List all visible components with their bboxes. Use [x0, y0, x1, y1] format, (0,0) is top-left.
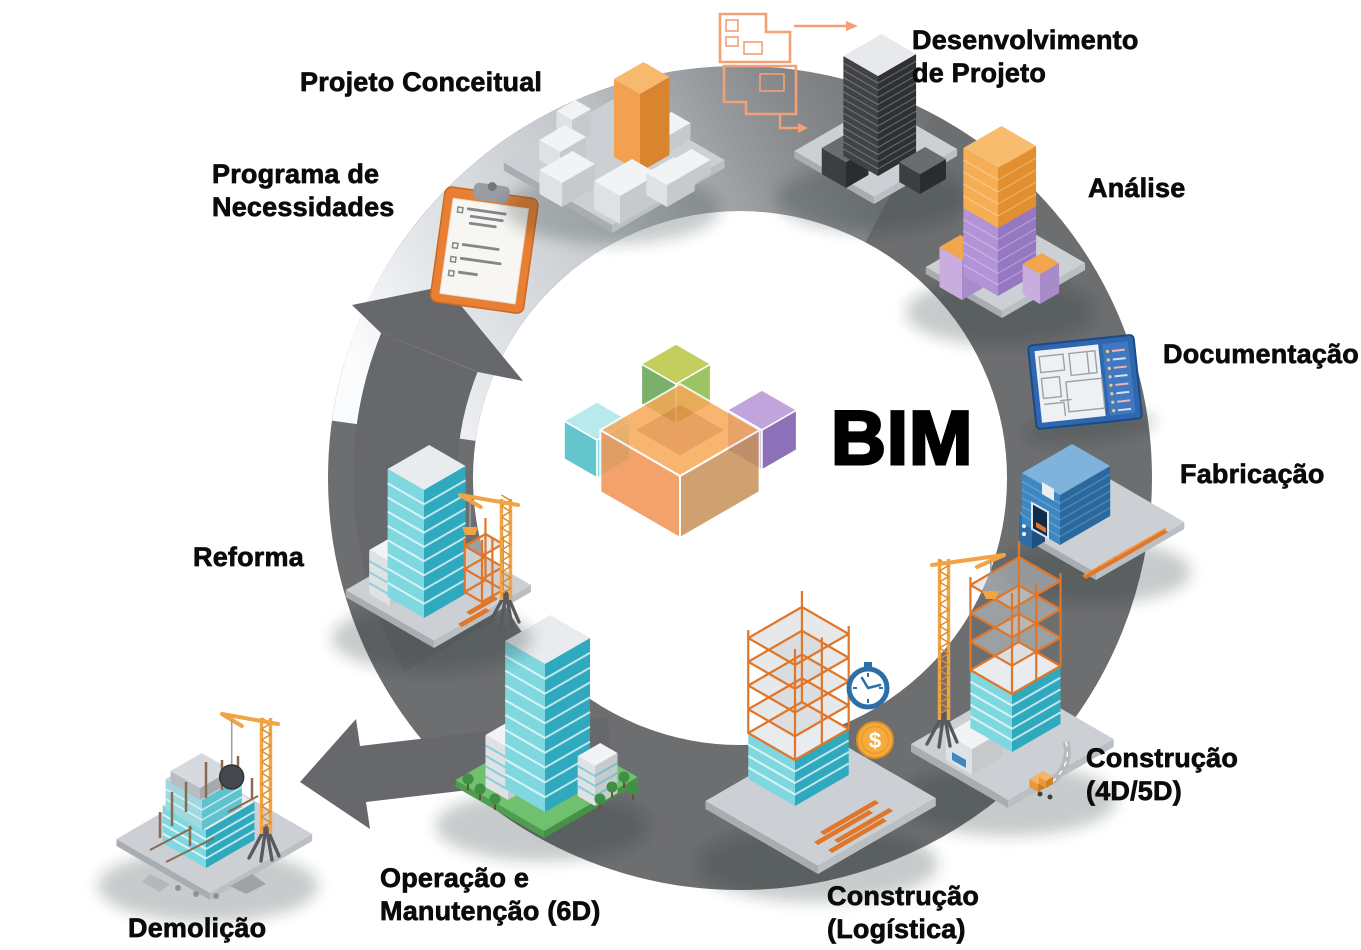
label-projeto-conceitual: Projeto Conceitual: [300, 67, 543, 98]
building-on-lawn-icon: [436, 615, 648, 861]
dollar-coin-symbol: $: [869, 728, 881, 753]
concept-city-massing-icon: [503, 62, 725, 244]
scaffold-time-cost-icon: $: [698, 591, 938, 902]
detailed-tower-icon: [776, 34, 968, 232]
bim-center-title: BIM: [829, 396, 974, 481]
label-demolicao: Demolição: [128, 913, 267, 944]
renovation-crane-icon: [332, 445, 532, 672]
analysis-tower-icon: [906, 126, 1094, 345]
clipboard-checklist-icon: [429, 182, 539, 314]
label-desenvolvimento: Desenvolvimento de Projeto: [912, 25, 1139, 89]
label-reforma: Reforma: [193, 542, 304, 573]
wrecking-ball-crane-icon: [98, 712, 318, 922]
label-construcao-4d5d: Construção (4D/5D): [1086, 743, 1239, 807]
fabrication-plant-icon: [999, 444, 1191, 604]
blueprint-panel-icon: [1024, 334, 1156, 443]
label-construcao-logistica: Construção (Logística): [827, 881, 980, 945]
tower-crane-construction-icon: [900, 541, 1116, 836]
label-documentacao: Documentação: [1163, 339, 1359, 370]
label-analise: Análise: [1088, 173, 1186, 204]
bim-cubes-logo: [563, 343, 798, 539]
label-programa-de-necessidades: Programa de Necessidades: [212, 159, 395, 223]
label-operacao-manutencao: Operação e Manutenção (6D): [380, 863, 601, 927]
label-fabricacao: Fabricação: [1180, 459, 1325, 490]
floor-plan-sketches-icon: [718, 12, 858, 133]
